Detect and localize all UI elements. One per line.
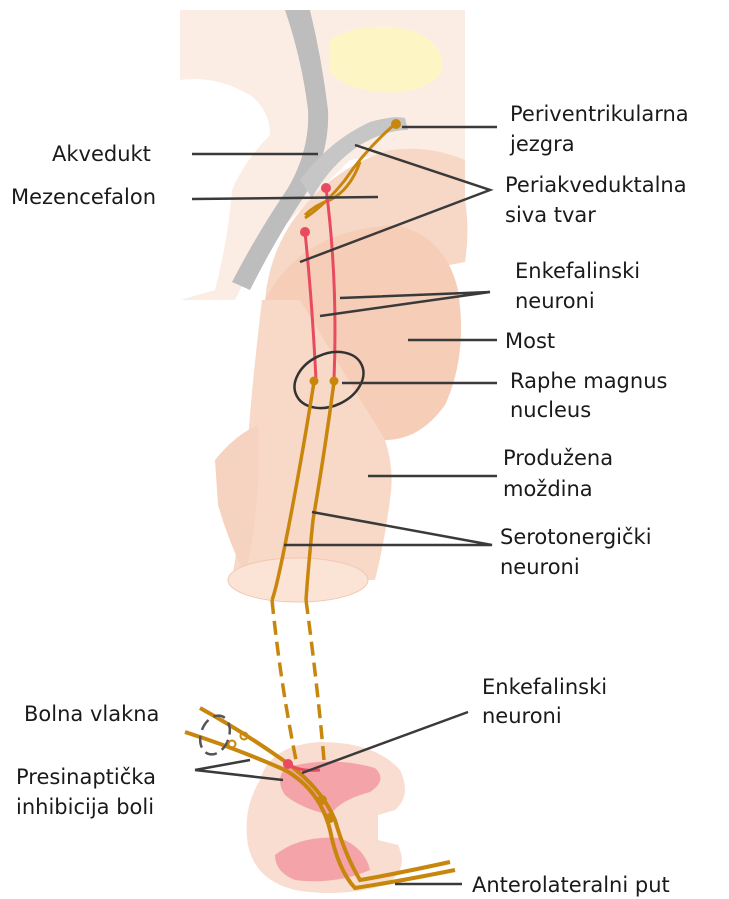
label-enkefalinski-top-1: Enkefalinski (515, 259, 640, 283)
label-anterolateralni: Anterolateralni put (472, 873, 670, 897)
label-mezencefalon: Mezencefalon (11, 185, 156, 209)
raphe-node-right (330, 377, 339, 386)
label-periventrikularna-1: Periventrikularna (510, 102, 689, 126)
label-raphe-2: nucleus (510, 398, 591, 422)
label-periakveduktalna-2: siva tvar (505, 203, 596, 227)
label-enkefalinski-top-2: neuroni (515, 289, 595, 313)
serotonergic-dashed-left (272, 600, 296, 760)
label-akvedukt: Akvedukt (52, 142, 151, 166)
label-presinapticka-1: Presinaptička (16, 765, 156, 789)
label-produzena-2: moždina (503, 477, 593, 501)
label-presinapticka-2: inhibicija boli (16, 795, 154, 819)
label-most: Most (505, 329, 555, 353)
enkephalin-node-top (321, 183, 331, 193)
label-bolna-vlakna: Bolna vlakna (24, 702, 159, 726)
label-enkefalinski-bottom-2: neuroni (482, 704, 562, 728)
label-periventrikularna-2: jezgra (509, 132, 575, 156)
spinal-synapse-node-1 (317, 795, 327, 805)
periventricular-node (391, 119, 401, 129)
label-raphe-1: Raphe magnus (510, 369, 667, 393)
label-enkefalinski-bottom-1: Enkefalinski (482, 675, 607, 699)
spinal-synapse-node-2 (325, 813, 335, 823)
label-produzena-1: Produžena (503, 446, 613, 470)
label-serotonergicki-2: neuroni (500, 555, 580, 579)
label-periakveduktalna-1: Periakveduktalna (505, 173, 687, 197)
serotonergic-dashed-right (306, 600, 324, 760)
brainstem-cut-end (228, 558, 368, 602)
raphe-node-left (310, 377, 319, 386)
spinal-enkephalin-node (283, 759, 293, 769)
label-serotonergicki-1: Serotonergički (500, 525, 652, 549)
enkephalin-node-left (300, 227, 310, 237)
